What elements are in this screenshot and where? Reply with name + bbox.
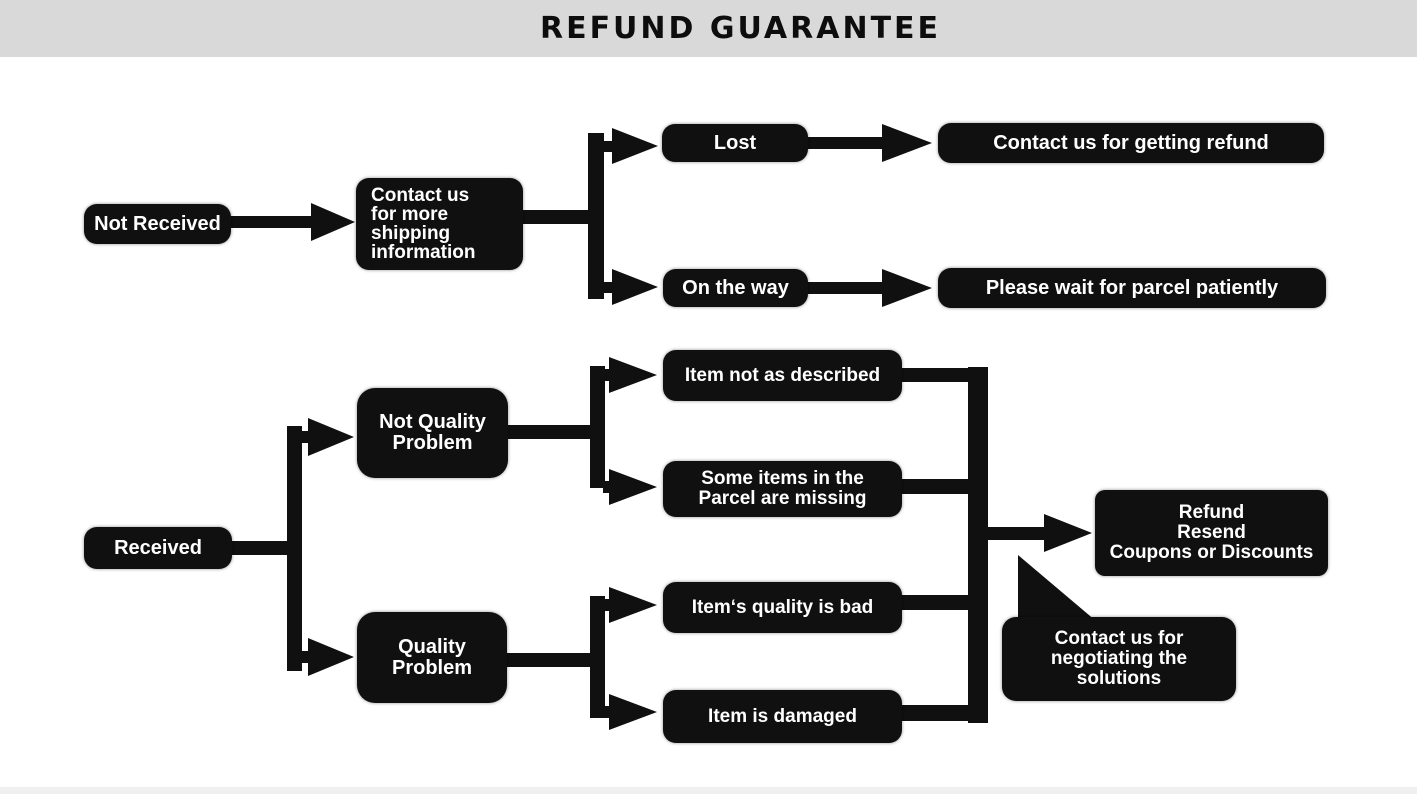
- arrow-right-icon: [882, 269, 932, 307]
- node-contact-shipping: Contact us for more shipping information: [356, 178, 523, 270]
- node-not-quality-problem: Not Quality Problem: [357, 388, 508, 478]
- connector-collector: [898, 367, 988, 723]
- arrow-right-icon: [308, 418, 354, 456]
- connector-received-split: [230, 418, 354, 676]
- node-item-not-described: Item not as described: [663, 350, 902, 401]
- node-negotiate-bubble: Contact us for negotiating the solutions: [1002, 617, 1236, 701]
- node-wait-parcel: Please wait for parcel patiently: [938, 268, 1326, 308]
- arrow-right-icon: [609, 694, 657, 730]
- connector-collector-outcome: [986, 514, 1092, 552]
- arrow-right-icon: [609, 469, 657, 505]
- arrow-right-icon: [311, 203, 355, 241]
- connector-ontheway-wait: [806, 269, 932, 307]
- arrow-right-icon: [612, 269, 658, 305]
- node-not-received: Not Received: [84, 204, 231, 244]
- node-contact-refund: Contact us for getting refund: [938, 123, 1324, 163]
- connector-quality-split: [505, 587, 657, 730]
- connector-lost-refund: [806, 124, 932, 162]
- header-bar: REFUND GUARANTEE: [0, 0, 1417, 57]
- arrow-right-icon: [609, 587, 657, 623]
- arrow-right-icon: [882, 124, 932, 162]
- node-received: Received: [84, 527, 232, 569]
- page-title: REFUND GUARANTEE: [539, 11, 942, 46]
- connector-notquality-split: [506, 357, 657, 505]
- bubble-tail-icon: [1018, 555, 1096, 621]
- arrow-right-icon: [612, 128, 658, 164]
- connector-shipping-split: [505, 128, 658, 305]
- node-on-the-way: On the way: [663, 269, 808, 307]
- node-lost: Lost: [662, 124, 808, 162]
- node-item-damaged: Item is damaged: [663, 690, 902, 743]
- node-items-missing: Some items in the Parcel are missing: [663, 461, 902, 517]
- node-outcome: Refund Resend Coupons or Discounts: [1095, 490, 1328, 576]
- footer-strip: [0, 787, 1417, 794]
- arrow-right-icon: [609, 357, 657, 393]
- node-quality-problem: Quality Problem: [357, 612, 507, 703]
- connector-notreceived-contactshipping: [231, 203, 355, 241]
- arrow-right-icon: [1044, 514, 1092, 552]
- node-quality-bad: Item‘s quality is bad: [663, 582, 902, 633]
- arrow-right-icon: [308, 638, 354, 676]
